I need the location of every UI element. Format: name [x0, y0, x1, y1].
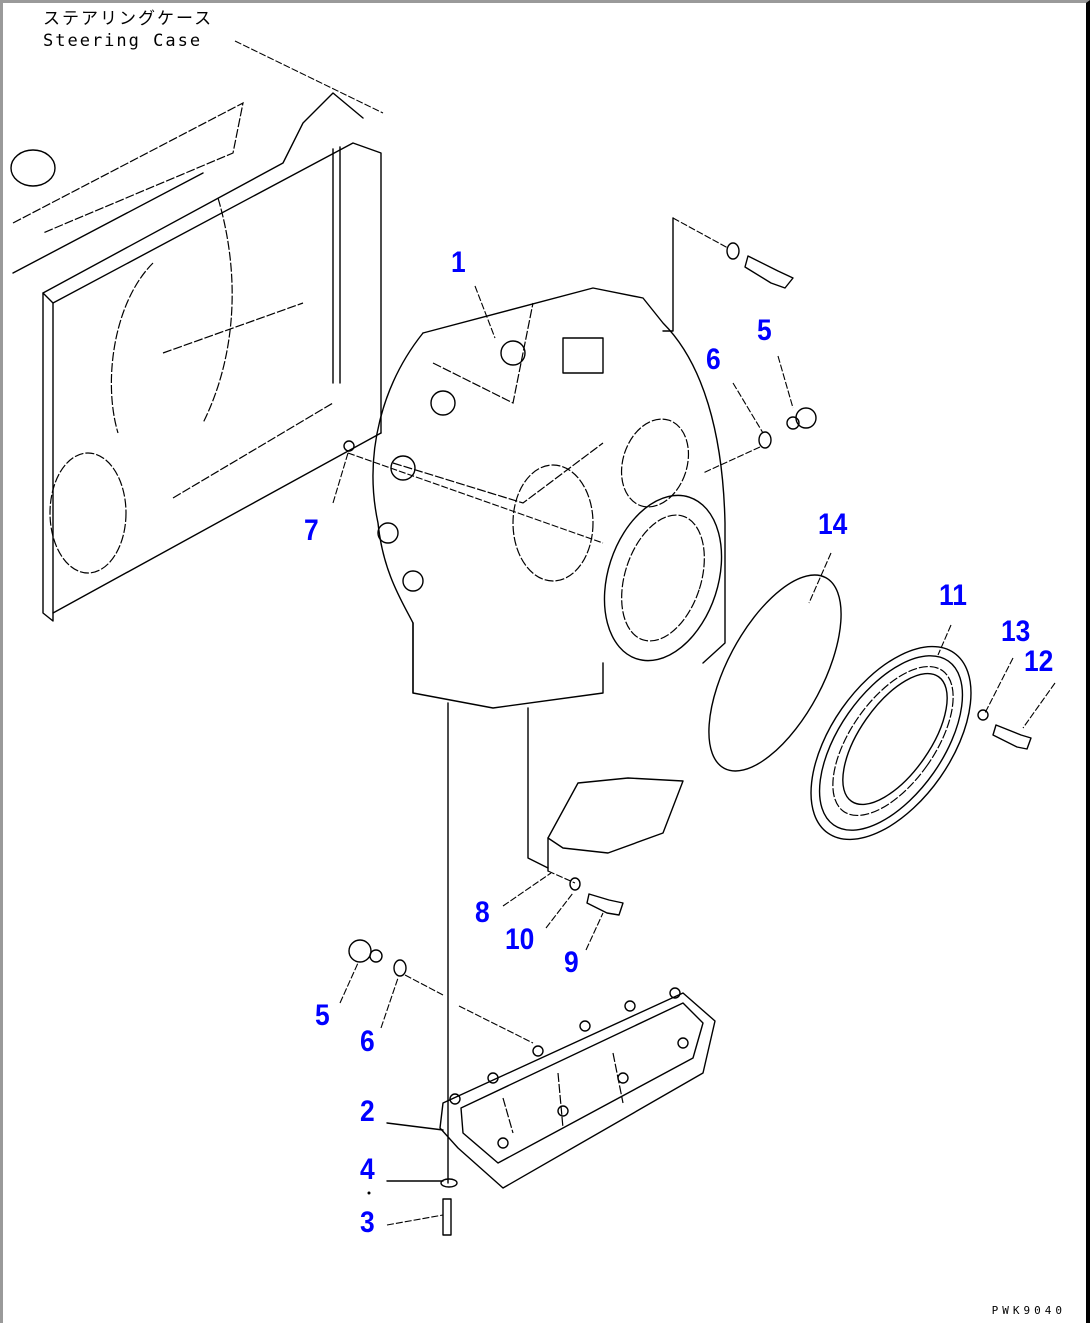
part-14-oring: [708, 574, 842, 772]
leader-5-lower: [339, 962, 359, 1004]
callout-13: 13: [1001, 615, 1031, 648]
callout-11: 11: [939, 579, 967, 612]
title-japanese: ステアリングケース: [43, 9, 214, 29]
part-10-washer: [569, 877, 581, 891]
leader-7: [332, 452, 349, 504]
callout-6-lower: 6: [360, 1025, 375, 1058]
callout-14: 14: [818, 508, 848, 541]
leader-2: [386, 1122, 444, 1131]
part-6-oring-lower: [393, 959, 407, 977]
part-5-plug-upper: [786, 407, 817, 430]
part-4-washer: [440, 1178, 458, 1188]
part-13-washer: [977, 709, 989, 721]
leader-11: [937, 624, 952, 656]
leader-14: [808, 552, 832, 604]
callout-2: 2: [360, 1095, 375, 1128]
callout-10: 10: [505, 923, 535, 956]
part-2-oil-pan: [439, 987, 716, 1189]
part-9-bolt: [586, 893, 624, 916]
leader-6-lower: [380, 977, 399, 1029]
callout-12: 12: [1024, 645, 1054, 678]
callout-8: 8: [475, 896, 490, 929]
leader-12: [1022, 682, 1056, 729]
title-english: Steering Case: [43, 31, 203, 51]
leader-5-upper: [777, 355, 794, 409]
leader-3: [386, 1214, 444, 1226]
callout-4: 4: [360, 1153, 375, 1186]
callout-5-upper: 5: [757, 314, 772, 347]
callout-7: 7: [304, 514, 319, 547]
part-1-housing: [372, 287, 726, 869]
callout-3: 3: [360, 1206, 375, 1239]
part-5-plug-lower: [348, 939, 383, 963]
leader-1: [474, 285, 496, 339]
callout-9: 9: [564, 946, 579, 979]
leader-13: [984, 657, 1014, 714]
callout-6-upper: 6: [706, 343, 721, 376]
leader-8: [502, 872, 552, 907]
upper-washer: [726, 242, 740, 260]
part-6-oring-upper: [758, 431, 772, 449]
part-3-bolt: [442, 1198, 452, 1236]
leader-10: [545, 892, 574, 929]
leader-9: [585, 912, 604, 951]
callout-5-lower: 5: [315, 999, 330, 1032]
leader-6-upper: [732, 382, 764, 434]
bolt-guide-line: [662, 217, 674, 332]
drawing-code: PWK9040: [991, 1304, 1066, 1317]
part-7-pin: [343, 440, 355, 452]
callout-1: 1: [451, 246, 466, 279]
steering-case: [10, 92, 604, 622]
title-leader: [234, 40, 384, 114]
part-11-seal-cover: [810, 645, 972, 841]
upper-bolt: [744, 255, 794, 289]
part-12-bolt: [992, 724, 1032, 750]
part-8-cover-plate: [547, 777, 684, 872]
line-art: [10, 40, 1056, 1236]
